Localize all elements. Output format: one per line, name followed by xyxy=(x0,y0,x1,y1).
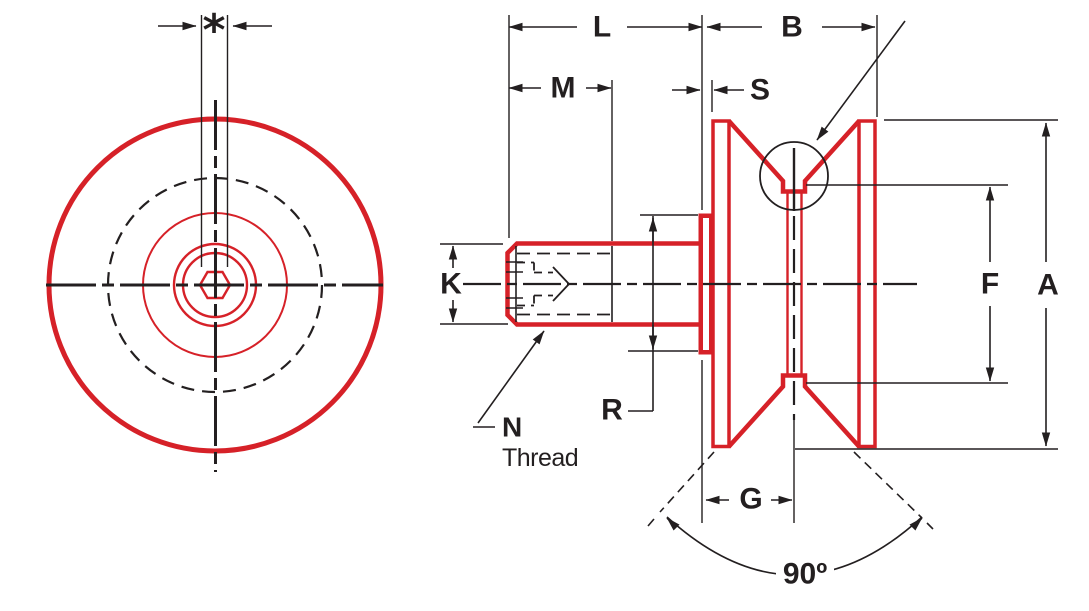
arc-arrow xyxy=(909,517,923,531)
dim-label-M: M xyxy=(551,72,576,105)
dimension-A: A xyxy=(1037,122,1059,447)
dim-label-S: S xyxy=(750,74,770,107)
thread-callout: N Thread xyxy=(473,330,579,472)
side-view: L B M S K xyxy=(440,11,1059,593)
dimension-R: R xyxy=(601,216,658,427)
leader-arrow xyxy=(477,330,545,424)
dim-label-F: F xyxy=(981,268,999,301)
dimension-F: F xyxy=(981,186,999,382)
dimension-K: K xyxy=(440,245,462,323)
groove-detail-leader-arrow xyxy=(816,20,906,141)
dimension-M: M xyxy=(508,72,612,105)
angle-dashed-line xyxy=(853,451,923,519)
dim-label-L: L xyxy=(593,11,611,44)
v-groove-bottom-profile xyxy=(727,373,861,449)
dimension-G: G xyxy=(705,483,793,516)
thread-word-label: Thread xyxy=(502,444,578,472)
angle-dashed-line xyxy=(926,522,934,530)
dim-label-A: A xyxy=(1037,269,1059,302)
extension-lines xyxy=(440,15,1058,523)
dim-label-K: K xyxy=(440,268,462,301)
dimension-L: L xyxy=(508,11,703,44)
dimension-B: B xyxy=(706,11,876,44)
groove-root-dashed-circle xyxy=(106,176,324,394)
label-mask xyxy=(776,556,834,593)
dim-label-B: B xyxy=(781,11,803,44)
dim-label-G: G xyxy=(739,483,762,516)
dimension-S: S xyxy=(672,74,770,107)
arc-arrow xyxy=(666,517,680,531)
hex-width-dimension: * xyxy=(158,5,272,267)
angle-dashed-line xyxy=(647,518,655,527)
groove-angle-dimension: 90º xyxy=(647,451,934,593)
dim-label-R: R xyxy=(601,394,623,427)
dim-label-angle: 90º xyxy=(783,558,827,591)
dim-label-N: N xyxy=(502,412,522,443)
angle-dashed-line xyxy=(659,451,715,513)
dim-label-star: * xyxy=(202,5,225,56)
front-view: * xyxy=(46,5,384,472)
